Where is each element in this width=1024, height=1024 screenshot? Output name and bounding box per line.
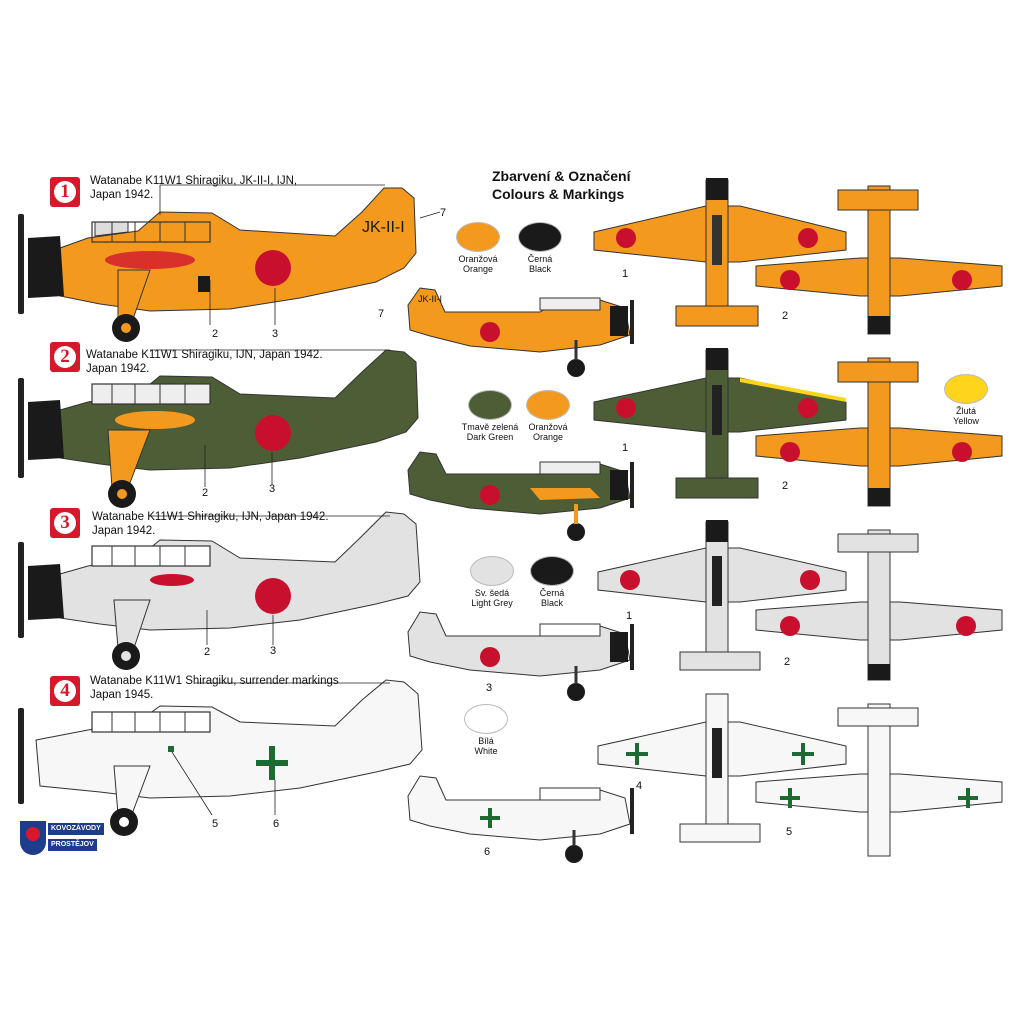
bottom-view-2 (755, 357, 1003, 507)
top-view-4 (597, 693, 847, 843)
callout-t3-2: 2 (784, 656, 791, 668)
top-view-1 (593, 178, 847, 327)
swatch-white (464, 704, 508, 734)
swatch-orange-2 (526, 390, 570, 420)
bottom-view-1 (755, 185, 1003, 335)
callout-p1-7: 7 (440, 207, 447, 219)
profile-3-grey (18, 511, 421, 670)
small-profile-4 (407, 775, 634, 863)
swatch-yellow (944, 374, 988, 404)
profile-2-green (18, 349, 419, 508)
callout-t2-1: 1 (622, 442, 629, 454)
top-view-2 (593, 348, 847, 499)
scheme-caption-1: Watanabe K11W1 Shiragiku, JK-II-I, IJN, … (90, 174, 297, 202)
caption-line1: Watanabe K11W1 Shiragiku, IJN, Japan 194… (92, 511, 329, 523)
small-tail-code: JK-II-I (418, 294, 442, 304)
caption-line2: Japan 1942. (92, 525, 156, 537)
callout-t1-1: 1 (622, 268, 629, 280)
small-profile-2 (407, 451, 634, 541)
bottom-view-4 (755, 703, 1003, 857)
leader-lines (150, 184, 441, 816)
callout-p3-2: 2 (204, 646, 211, 658)
manufacturer-logo: KOVOZÁVODY PROSTĚJOV (20, 821, 104, 861)
scheme-badge-1: 1 (50, 177, 80, 207)
callout-p4-6: 6 (273, 818, 280, 830)
callout-t1-2: 2 (782, 310, 789, 322)
callout-p1-3: 3 (272, 328, 279, 340)
callout-p2-3: 3 (269, 483, 276, 495)
title-czech: Zbarvení & Označení (492, 168, 631, 184)
callout-s3-3: 3 (486, 682, 493, 694)
swatch-orange (456, 222, 500, 252)
scheme-caption-4: Watanabe K11W1 Shiragiku, surrender mark… (90, 674, 339, 702)
tail-code: JK-II-I (362, 219, 405, 236)
callout-p1-2: 2 (212, 328, 219, 340)
callout-p3-3: 3 (270, 645, 277, 657)
scheme-badge-4: 4 (50, 676, 80, 706)
scheme-caption-2: Watanabe K11W1 Shiragiku, IJN, Japan 194… (86, 348, 323, 376)
title-english: Colours & Markings (492, 186, 625, 202)
swatch-black (518, 222, 562, 252)
callout-s4-6: 6 (484, 846, 491, 858)
logo-shield-icon (20, 821, 46, 855)
small-profile-1 (407, 287, 634, 377)
top-view-3 (597, 520, 847, 671)
callout-t4-4: 4 (636, 780, 643, 792)
caption-line2: Japan 1942. (86, 363, 150, 375)
callout-t2-2: 2 (782, 480, 789, 492)
callout-p4-5: 5 (212, 818, 219, 830)
small-profile-3 (407, 611, 634, 701)
caption-line1: Watanabe K11W1 Shiragiku, JK-II-I, IJN, (90, 175, 298, 187)
scheme-badge-3: 3 (50, 508, 80, 538)
logo-text-top: KOVOZÁVODY (48, 823, 104, 835)
swatch-light-grey (470, 556, 514, 586)
scheme-badge-2: 2 (50, 342, 80, 372)
swatch-black-2 (530, 556, 574, 586)
profile-1-orange: JK-II-I (18, 187, 417, 342)
swatch-dark-green (468, 390, 512, 420)
callout-s1-7: 7 (378, 308, 385, 320)
profile-4-white (18, 679, 423, 836)
callout-p2-2: 2 (202, 487, 209, 499)
scheme-caption-3: Watanabe K11W1 Shiragiku, IJN, Japan 194… (92, 510, 329, 538)
callout-t4-5: 5 (786, 826, 793, 838)
logo-text-bottom: PROSTĚJOV (48, 839, 97, 851)
caption-line1: Watanabe K11W1 Shiragiku, IJN, Japan 194… (86, 349, 323, 361)
caption-line2: Japan 1942. (90, 189, 154, 201)
sheet-title: Zbarvení & Označení Colours & Markings (492, 167, 630, 203)
caption-line2: Japan 1945. (90, 689, 154, 701)
caption-line1: Watanabe K11W1 Shiragiku, surrender mark… (90, 675, 339, 687)
callout-t3-1: 1 (626, 610, 633, 622)
bottom-view-3 (755, 529, 1003, 681)
